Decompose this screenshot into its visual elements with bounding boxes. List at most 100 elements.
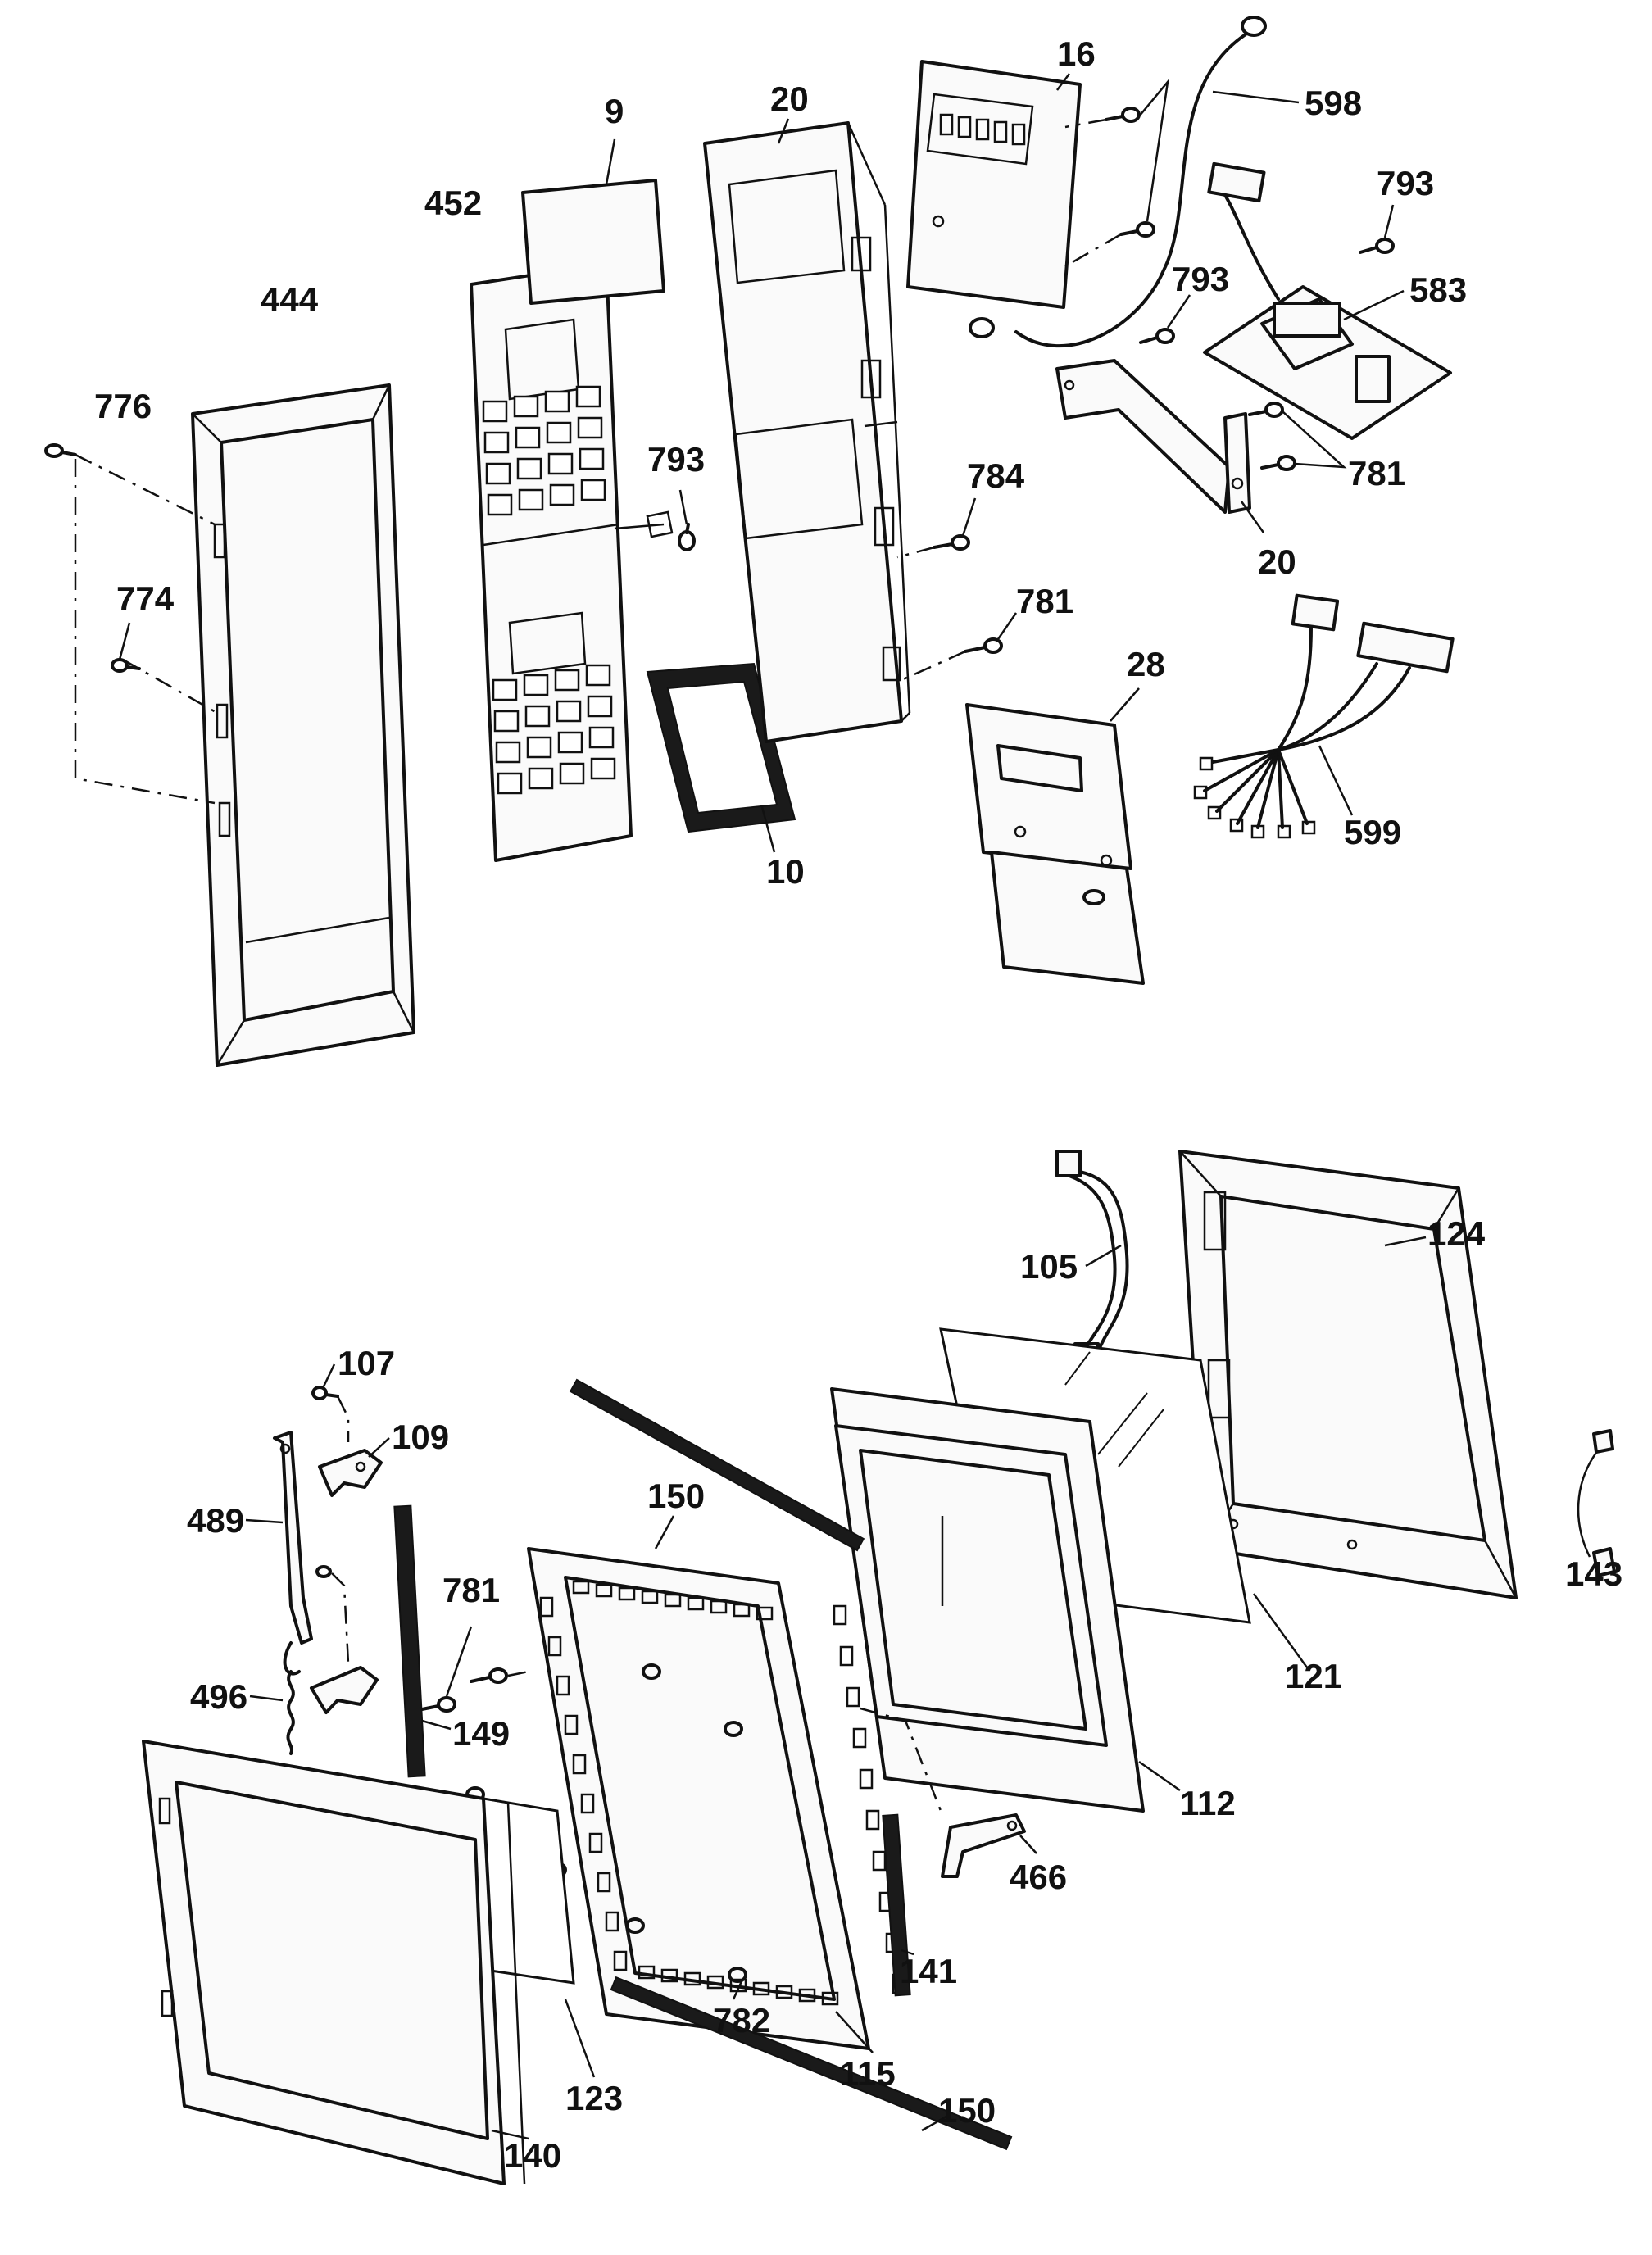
callout-781-door: 781 bbox=[442, 1571, 500, 1609]
part-109-latch bbox=[318, 1449, 383, 1497]
part-150-seal-top bbox=[569, 1378, 865, 1552]
callout-112: 112 bbox=[1180, 1784, 1236, 1822]
callout-121: 121 bbox=[1285, 1657, 1342, 1695]
frame-tab bbox=[595, 1583, 613, 1598]
frame-tab bbox=[539, 1596, 554, 1618]
part-781-screw-a bbox=[964, 637, 1003, 654]
keypad-key bbox=[547, 452, 574, 475]
frame-tab bbox=[852, 1727, 867, 1749]
callout-150-bottom: 150 bbox=[938, 2091, 996, 2130]
callout-141: 141 bbox=[900, 1952, 957, 1990]
callout-10: 10 bbox=[766, 852, 805, 891]
keypad-key bbox=[549, 483, 575, 506]
keypad-key bbox=[588, 726, 615, 749]
callout-105: 105 bbox=[1020, 1247, 1078, 1286]
keypad-key bbox=[585, 664, 611, 687]
frame-tab bbox=[605, 1911, 620, 1932]
part-115-inner-frame bbox=[527, 1547, 906, 2050]
frame-tab bbox=[580, 1793, 595, 1814]
callout-123: 123 bbox=[565, 2079, 623, 2117]
keypad-key bbox=[497, 772, 523, 795]
part-776-screw bbox=[44, 443, 77, 458]
keypad-key bbox=[590, 757, 616, 780]
keypad-key bbox=[559, 762, 585, 785]
part-784-screw bbox=[933, 534, 970, 551]
part-112-choke-frame bbox=[830, 1387, 1145, 1813]
keypad-key bbox=[515, 426, 541, 449]
part-583-transformer-board bbox=[1203, 161, 1452, 440]
callout-774: 774 bbox=[116, 579, 175, 618]
keypad-key bbox=[526, 736, 552, 759]
callout-598: 598 bbox=[1305, 84, 1362, 122]
keypad-key bbox=[579, 447, 605, 470]
keypad-key bbox=[487, 493, 513, 516]
keypad-key bbox=[575, 385, 601, 408]
part-9-label bbox=[521, 179, 665, 305]
part-150-seal-bottom bbox=[610, 1976, 1013, 2151]
frame-tab bbox=[613, 1950, 628, 1971]
keypad-key bbox=[482, 400, 508, 423]
frame-tab bbox=[839, 1645, 854, 1667]
part-781-screws-b bbox=[1248, 402, 1296, 471]
keypad-key bbox=[483, 431, 510, 454]
callout-28: 28 bbox=[1127, 645, 1165, 683]
frame-tab bbox=[859, 1768, 874, 1790]
callout-599: 599 bbox=[1344, 813, 1401, 851]
frame-tab bbox=[846, 1686, 860, 1708]
frame-tab bbox=[872, 1850, 887, 1872]
callout-784: 784 bbox=[967, 456, 1025, 495]
part-20-bracket bbox=[1055, 359, 1251, 514]
callout-776: 776 bbox=[94, 387, 152, 425]
callout-781-housing: 781 bbox=[1016, 582, 1073, 620]
callout-782: 782 bbox=[713, 2001, 770, 2039]
callout-793-panel: 793 bbox=[647, 440, 705, 479]
keypad-key bbox=[493, 710, 520, 733]
part-20-control-housing bbox=[703, 121, 911, 743]
frame-tab bbox=[547, 1636, 562, 1657]
part-109-latch-lower bbox=[310, 1565, 379, 1714]
part-10-window-gasket bbox=[646, 662, 796, 833]
frame-tab bbox=[683, 1971, 701, 1986]
frame-tab bbox=[821, 1991, 839, 2006]
part-444-frame bbox=[191, 383, 415, 1067]
callout-labels: 16 598 20 9 793 452 793 583 444 776 793 … bbox=[94, 34, 1622, 2175]
part-489-lever bbox=[273, 1431, 313, 1676]
frame-tab bbox=[706, 1975, 724, 1990]
keypad-key bbox=[587, 695, 613, 718]
part-793-screw-c bbox=[1359, 238, 1395, 254]
callout-793-top: 793 bbox=[1377, 164, 1434, 202]
frame-tab bbox=[752, 1981, 770, 1996]
part-140-door-panel bbox=[142, 1740, 526, 2185]
frame-tab bbox=[664, 1593, 682, 1608]
callout-496: 496 bbox=[190, 1677, 247, 1716]
part-599-wire-harness bbox=[1193, 593, 1455, 839]
part-16-display-board bbox=[906, 60, 1082, 309]
frame-tab bbox=[572, 1754, 587, 1775]
keypad-key bbox=[577, 416, 603, 439]
frame-tab bbox=[710, 1599, 728, 1614]
keypad-key bbox=[554, 669, 580, 692]
frame-tab bbox=[564, 1714, 579, 1735]
callout-149: 149 bbox=[452, 1714, 510, 1753]
part-793-screw-b bbox=[1139, 328, 1175, 344]
callout-107: 107 bbox=[338, 1344, 395, 1382]
callout-9: 9 bbox=[605, 92, 624, 130]
callout-124: 124 bbox=[1427, 1214, 1486, 1253]
callout-489: 489 bbox=[187, 1501, 244, 1540]
callout-20-bracket: 20 bbox=[1258, 542, 1296, 581]
callout-444: 444 bbox=[261, 280, 319, 319]
part-28-control-board bbox=[965, 703, 1145, 985]
callout-150-top: 150 bbox=[647, 1477, 705, 1515]
keypad-key bbox=[528, 767, 554, 790]
frame-tab bbox=[638, 1965, 656, 1980]
keypad-key bbox=[518, 488, 544, 511]
keypad-key bbox=[492, 678, 518, 701]
part-16-screws bbox=[1105, 78, 1169, 238]
callout-16: 16 bbox=[1057, 34, 1096, 73]
keypad-key bbox=[524, 705, 551, 728]
part-107-screw bbox=[311, 1386, 339, 1400]
frame-tab bbox=[756, 1606, 774, 1621]
keypad-key bbox=[556, 700, 582, 723]
frame-tab bbox=[798, 1988, 816, 2003]
keypad-key bbox=[557, 731, 583, 754]
